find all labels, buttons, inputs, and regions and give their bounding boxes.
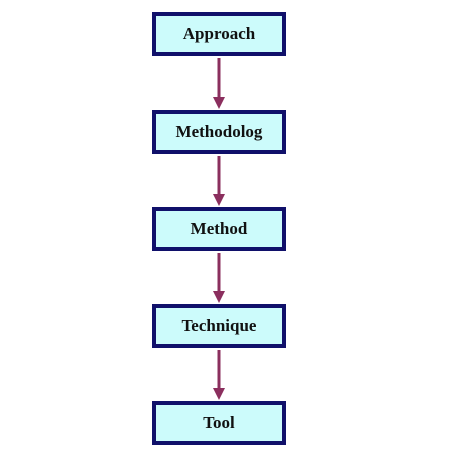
arrow-approach-to-methodolog xyxy=(213,58,225,109)
node-methodolog: Methodolog xyxy=(152,110,286,154)
node-label: Methodolog xyxy=(175,122,263,141)
arrow-methodolog-to-method xyxy=(213,156,225,206)
node-label: Tool xyxy=(203,413,235,432)
node-label: Approach xyxy=(182,24,256,43)
arrow-head xyxy=(213,291,225,303)
arrow-head xyxy=(213,97,225,109)
node-label: Technique xyxy=(181,316,257,335)
arrow-method-to-technique xyxy=(213,253,225,303)
node-technique: Technique xyxy=(152,304,286,348)
arrow-head xyxy=(213,194,225,206)
node-label: Method xyxy=(190,219,248,238)
node-approach: Approach xyxy=(152,12,286,56)
arrow-technique-to-tool xyxy=(213,350,225,400)
node-tool: Tool xyxy=(152,401,286,445)
node-method: Method xyxy=(152,207,286,251)
arrow-head xyxy=(213,388,225,400)
